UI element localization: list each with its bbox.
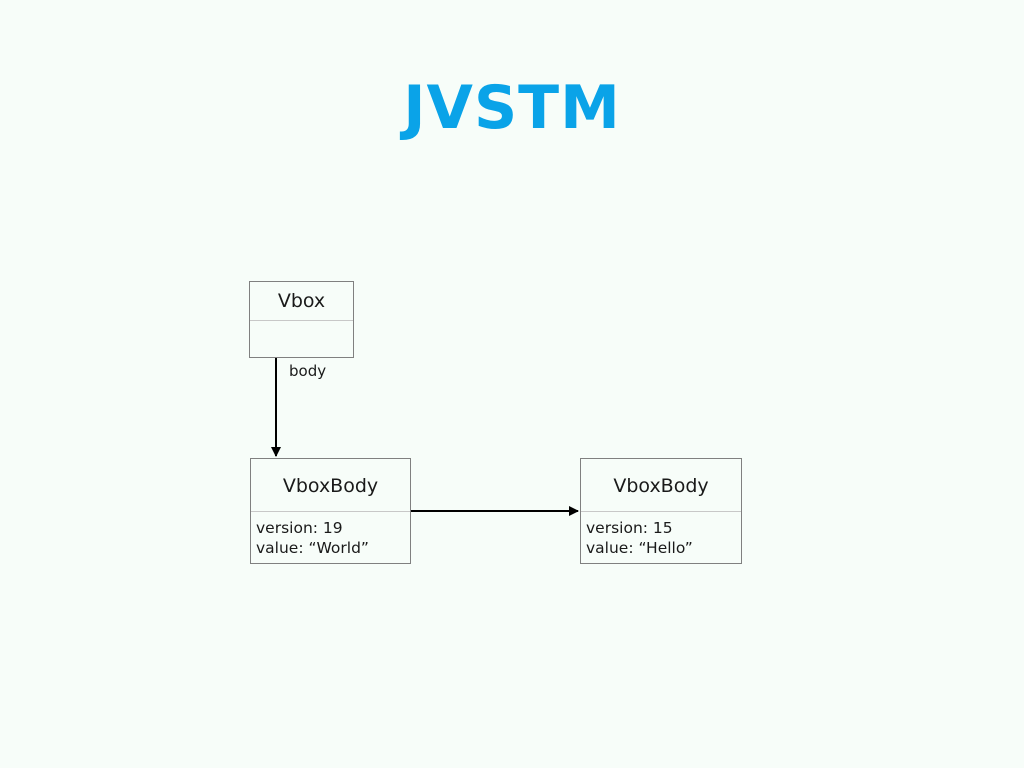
vboxbody-current-name: VboxBody <box>251 459 410 512</box>
vbox-node-fields <box>250 321 353 327</box>
vboxbody-previous-name: VboxBody <box>581 459 741 512</box>
vboxbody-current-version: version: 19 <box>256 519 343 537</box>
vboxbody-previous-value: value: “Hello” <box>586 539 693 557</box>
vbox-node-name: Vbox <box>250 282 353 321</box>
vboxbody-current-fields: version: 19 value: “World” <box>251 512 410 558</box>
vbox-node: Vbox <box>249 281 354 358</box>
vboxbody-current-value: value: “World” <box>256 539 369 557</box>
vboxbody-previous-node: VboxBody version: 15 value: “Hello” <box>580 458 742 564</box>
vboxbody-previous-version: version: 15 <box>586 519 673 537</box>
body-edge-label: body <box>289 362 327 380</box>
page-title: JVSTM <box>403 73 621 143</box>
vboxbody-current-node: VboxBody version: 19 value: “World” <box>250 458 411 564</box>
vboxbody-previous-fields: version: 15 value: “Hello” <box>581 512 741 558</box>
